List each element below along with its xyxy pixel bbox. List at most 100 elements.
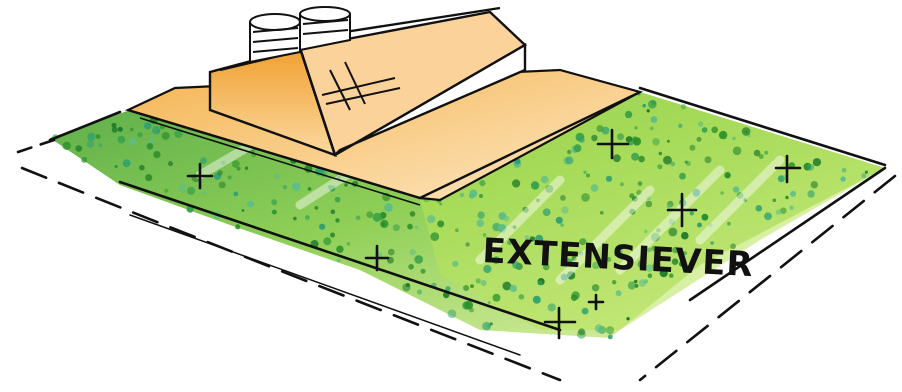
vegetation-dot (356, 215, 361, 220)
vegetation-dot (493, 294, 501, 302)
vegetation-dot (759, 154, 764, 159)
vegetation-dot (733, 186, 739, 192)
vegetation-dot (481, 280, 487, 286)
vegetation-dot (460, 193, 464, 197)
vegetation-dot (305, 215, 310, 220)
vegetation-dot (679, 173, 686, 180)
vegetation-dot (414, 255, 423, 264)
vegetation-dot (217, 170, 222, 175)
vegetation-dot (203, 192, 206, 195)
vegetation-dot (504, 216, 510, 222)
vegetation-dot (476, 219, 484, 227)
vegetation-dot (697, 137, 702, 142)
vegetation-dot (625, 111, 632, 118)
vegetation-dot (96, 134, 101, 139)
vegetation-dot (406, 283, 410, 287)
vegetation-dot (271, 199, 277, 205)
vegetation-dot (583, 171, 586, 174)
vegetation-dot (463, 285, 469, 291)
vegetation-dot (384, 203, 393, 212)
vegetation-dot (548, 303, 556, 311)
vegetation-dot (137, 132, 142, 137)
vegetation-dot (292, 182, 300, 190)
vegetation-dot (470, 284, 474, 288)
vegetation-dot (232, 160, 240, 168)
vegetation-dot (336, 246, 343, 253)
vegetation-dot (657, 164, 662, 169)
vegetation-dot (579, 137, 585, 143)
vegetation-dot (642, 104, 646, 108)
vegetation-dot (667, 140, 670, 143)
vegetation-dot (366, 211, 373, 218)
vegetation-dot (112, 127, 118, 133)
vegetation-dot (99, 143, 103, 147)
vegetation-dot (115, 165, 118, 168)
vegetation-dot (764, 212, 772, 220)
vegetation-dot (785, 196, 788, 199)
vegetation-dot (538, 281, 543, 286)
vegetation-dot (789, 206, 793, 210)
vegetation-dot (455, 228, 459, 232)
vegetation-dot (840, 176, 845, 181)
vegetation-dot (200, 157, 207, 164)
vegetation-dot (380, 220, 388, 228)
vegetation-dot (644, 230, 647, 233)
vegetation-dot (571, 291, 579, 299)
vegetation-dot (465, 242, 469, 246)
vegetation-dot (319, 224, 325, 230)
vegetation-dot (638, 181, 643, 186)
vegetation-dot (477, 211, 484, 218)
vegetation-dot (233, 192, 238, 197)
vegetation-dot (560, 195, 566, 201)
vegetation-dot (601, 127, 609, 135)
vegetation-dot (724, 172, 730, 178)
vegetation-dot (331, 210, 336, 215)
vegetation-dot (705, 156, 712, 163)
vegetation-dot (344, 183, 347, 186)
vegetation-dot (130, 128, 134, 132)
vegetation-dot (531, 181, 539, 189)
vegetation-dot (337, 259, 341, 263)
vegetation-dot (578, 328, 585, 335)
vegetation-dot (145, 174, 152, 181)
vegetation-dot (512, 179, 520, 187)
vegetation-dot (219, 181, 226, 188)
vegetation-dot (476, 278, 481, 283)
vegetation-dot (638, 156, 645, 163)
vegetation-dot (702, 127, 708, 133)
vegetation-dot (164, 189, 168, 193)
vegetation-dot (228, 175, 232, 179)
vegetation-dot (650, 126, 654, 130)
vegetation-dot (698, 121, 703, 126)
vegetation-dot (315, 206, 319, 210)
vegetation-dot (842, 168, 847, 173)
vegetation-dot (667, 204, 672, 209)
vegetation-dot (488, 301, 491, 304)
vegetation-dot (149, 137, 154, 142)
vegetation-dot (606, 176, 612, 182)
vegetation-dot (87, 140, 95, 148)
vegetation-dot (410, 249, 416, 255)
vegetation-dot (697, 223, 702, 228)
vegetation-dot (479, 194, 483, 198)
vegetation-dot (479, 180, 485, 186)
vegetation-dot (663, 156, 672, 165)
vegetation-dot (633, 137, 641, 145)
vegetation-dot (865, 171, 868, 174)
vegetation-dot (574, 144, 582, 152)
vegetation-dot (178, 184, 186, 192)
vegetation-dot (464, 301, 473, 310)
vegetation-dot (245, 167, 248, 170)
vegetation-dot (168, 161, 173, 166)
vegetation-dot (807, 164, 814, 171)
vegetation-dot (678, 124, 682, 128)
vegetation-dot (668, 228, 677, 237)
vegetation-dot (733, 147, 742, 156)
vegetation-dot (742, 127, 751, 136)
vegetation-dot (790, 191, 796, 197)
vegetation-dot (152, 126, 160, 134)
vegetation-dot (631, 153, 639, 161)
vegetation-dot (756, 205, 763, 212)
vegetation-dot (606, 326, 614, 334)
vegetation-dot (144, 122, 151, 129)
